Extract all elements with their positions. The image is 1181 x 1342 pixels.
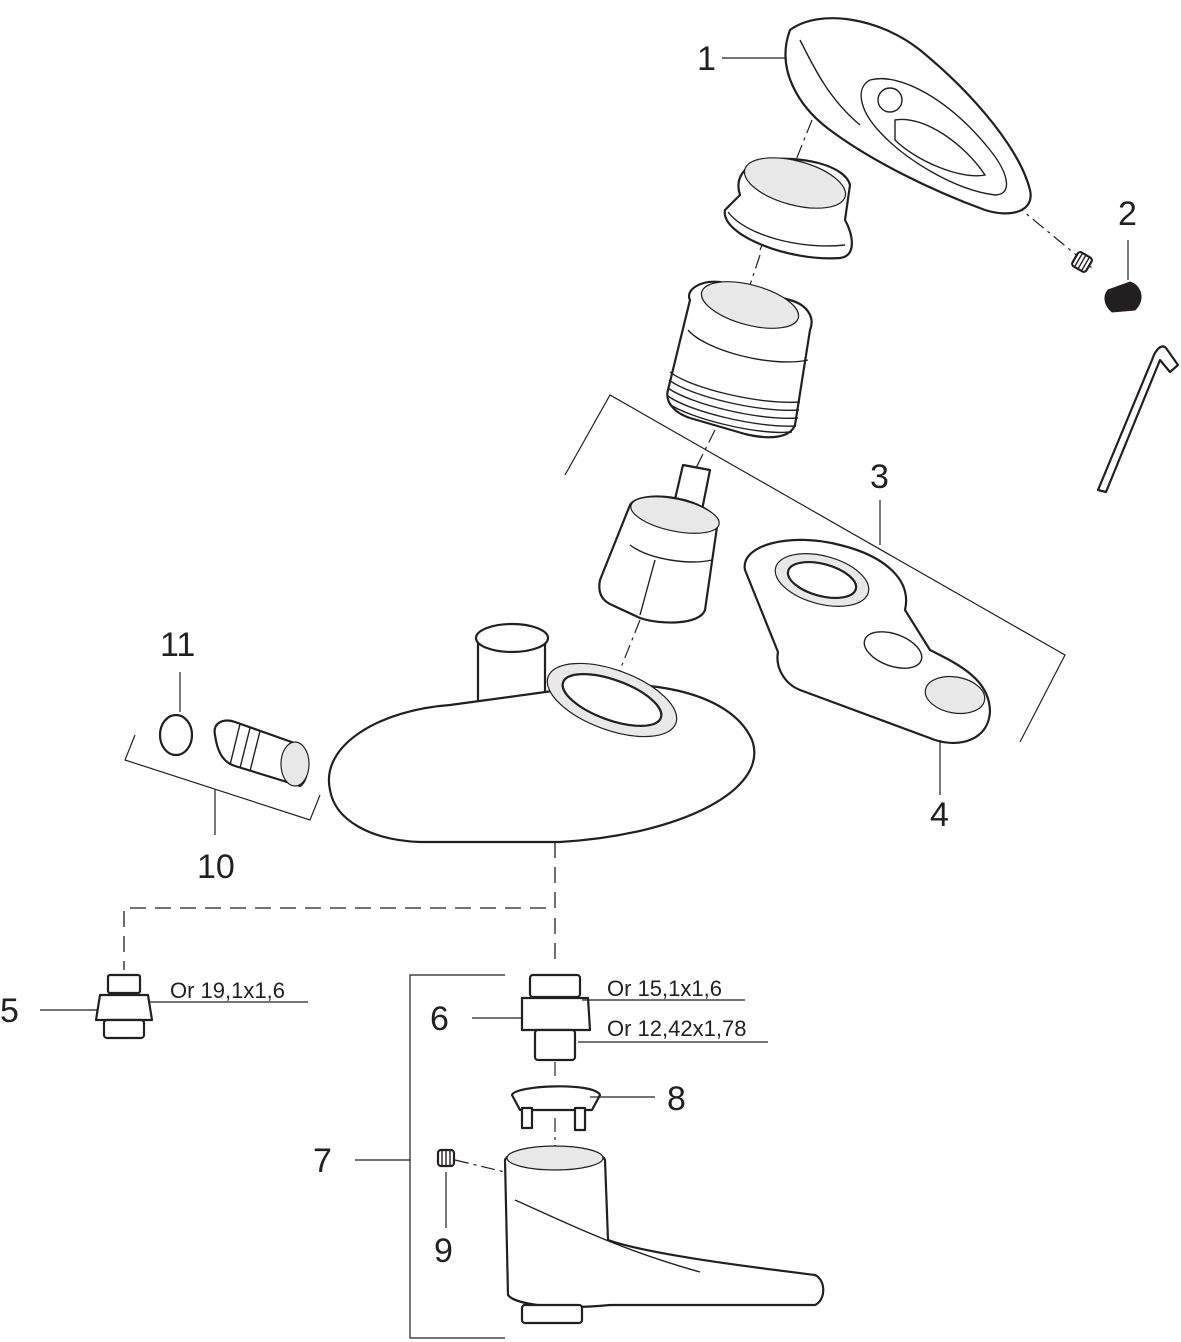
key-socket (924, 675, 986, 715)
bracket-part-7 (409, 974, 505, 1339)
handle-edge-line (799, 39, 861, 126)
clip-leg-right (573, 1106, 587, 1132)
callout-5: 5 (0, 992, 19, 1030)
callout-8: 8 (667, 1080, 686, 1118)
connector-5-top-thread (106, 973, 142, 995)
filter-outlet (280, 741, 310, 787)
ceramic-cartridge (598, 463, 720, 624)
connection-lines (123, 842, 556, 970)
clip-leg-left (520, 1106, 534, 1130)
handle-outline (784, 17, 1032, 215)
adaptor-6-body (520, 996, 592, 1032)
cap-ring (723, 157, 853, 260)
key-hole (863, 631, 923, 669)
handle-slot (894, 118, 987, 177)
bonnet-threads (667, 371, 801, 434)
callout-3: 3 (870, 458, 889, 496)
key-ring-inner (786, 560, 858, 600)
allen-key (1096, 345, 1180, 494)
body-inlet-top (474, 622, 550, 654)
cartridge-seam (629, 544, 713, 563)
part-5-connector (94, 973, 154, 1040)
cartridge-top (630, 496, 720, 534)
bonnet-top-opening (700, 281, 800, 329)
axis-screw-to-spout (454, 1159, 506, 1173)
spout-outlet-thread (520, 1303, 584, 1325)
adaptor-6-top (528, 973, 582, 999)
handle-plug (1104, 281, 1142, 313)
adaptor-6-bottom (533, 1028, 577, 1062)
part-2-screw-set (1071, 251, 1180, 494)
cap-ring-opening (743, 157, 847, 209)
bracket-part-10 (124, 734, 321, 821)
mixer-body (327, 622, 756, 844)
clip-plate (510, 1085, 602, 1112)
spout-contour (514, 1199, 701, 1273)
callout-11: 11 (160, 626, 195, 664)
handle-hole (877, 87, 903, 113)
body-shell (327, 683, 756, 844)
spec-oring-6-bottom: Or 12,42x1,78 (607, 1016, 746, 1041)
part-4-service-key (743, 538, 992, 744)
part-8-clip (510, 1085, 602, 1132)
bonnet-nut (666, 280, 813, 439)
spec-oring-6-top: Or 15,1x1,6 (607, 976, 722, 1001)
body-seat-inner (561, 673, 663, 727)
callout-7: 7 (313, 1142, 332, 1180)
part-10-filter (213, 719, 310, 788)
callout-2: 2 (1118, 195, 1137, 233)
callout-6: 6 (430, 1000, 449, 1038)
grub-screw (1071, 251, 1093, 273)
connector-5-bottom-thread (102, 1018, 146, 1040)
spout (503, 1145, 825, 1325)
bracket-part-3 (564, 394, 1066, 743)
part-6-adaptor (520, 973, 592, 1062)
spout-body (503, 1147, 825, 1309)
callout-1: 1 (697, 40, 716, 78)
handle-recess (860, 78, 1008, 196)
spec-oring-5: Or 19,1x1,6 (170, 978, 285, 1003)
callout-10: 10 (197, 848, 235, 886)
part-9-screw (436, 1148, 456, 1168)
cartridge-rib (639, 559, 656, 616)
spout-top-opening (506, 1145, 604, 1171)
dashed-line-body-to-part5 (123, 842, 556, 970)
part-11-seal-disc (158, 713, 194, 757)
callout-9: 9 (434, 1232, 453, 1270)
cap-ring-flange (727, 211, 846, 247)
bonnet-shoulder (687, 329, 809, 363)
connector-5-hex (94, 993, 154, 1022)
callout-4: 4 (930, 796, 949, 834)
part-1-lever-handle (784, 17, 1032, 215)
